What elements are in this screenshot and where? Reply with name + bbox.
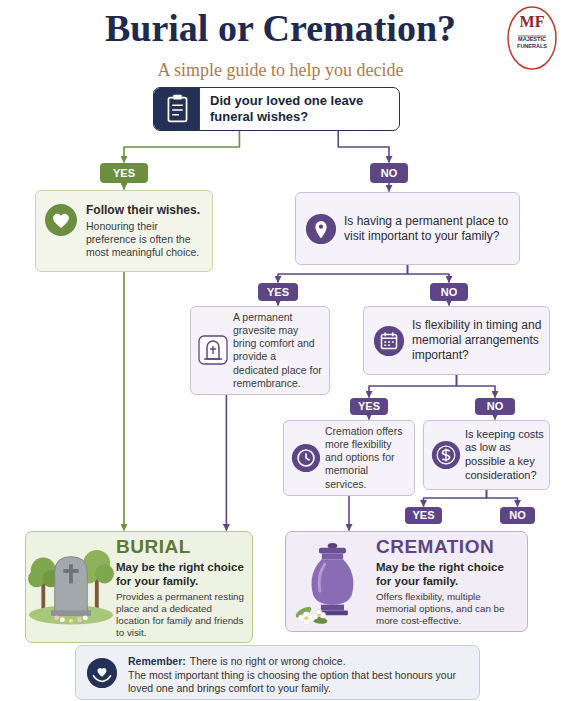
- node-body-text: May be the right choice for your family.: [116, 561, 246, 589]
- flow-arrow: [226, 395, 228, 531]
- node-text: BURIAL: [116, 536, 246, 559]
- dollar-icon: [431, 440, 461, 470]
- flow-arrow: [348, 496, 350, 531]
- result-box: BURIALMay be the right choice for your f…: [25, 531, 253, 643]
- advice-box: Cremation offers more flexibility and op…: [283, 420, 415, 496]
- clock-icon: [291, 443, 321, 473]
- node-text: Is flexibility in timing and memorial ar…: [412, 318, 543, 363]
- flow-arrow: [487, 490, 518, 507]
- yes-pill: YES: [100, 163, 148, 183]
- no-pill: NO: [370, 163, 408, 183]
- flow-arrow: [278, 265, 408, 283]
- calendar-icon: [373, 325, 405, 357]
- result-box: CREMATIONMay be the right choice for you…: [285, 531, 528, 632]
- node-body-text: Provides a permanent resting place and a…: [116, 591, 246, 638]
- note-box: Remember: There is no right or wrong choi…: [75, 645, 480, 700]
- flow-arrow: [448, 301, 450, 306]
- gravesite-illustration: [28, 535, 114, 627]
- flow-arrow: [277, 301, 279, 306]
- decision-box: Is keeping costs as low as possible a ke…: [423, 420, 550, 490]
- logo-monogram: MF: [506, 14, 558, 30]
- node-text: YES: [412, 510, 434, 521]
- node-text: Is having a permanent place to visit imp…: [344, 214, 511, 244]
- logo-name: MAJESTIC FUNERALS: [509, 36, 555, 49]
- gravestone-icon: [198, 335, 228, 365]
- heart-icon: [44, 203, 78, 237]
- node-body-text: Honouring their preference is often the …: [86, 220, 206, 259]
- page-title: Burial or Cremation?: [0, 8, 561, 50]
- flow-arrow: [369, 375, 457, 398]
- node-text: YES: [267, 287, 289, 298]
- node-text: NO: [441, 287, 458, 298]
- hands-icon: [86, 657, 118, 689]
- node-text: Follow their wishes.: [86, 203, 206, 217]
- location-pin-icon: [305, 213, 337, 245]
- advice-box: A permanent gravesite may bring comfort …: [190, 306, 330, 395]
- node-body-text: The most important thing is choosing the…: [128, 669, 469, 695]
- yes-pill: YES: [405, 507, 442, 524]
- yes-pill: YES: [350, 398, 388, 415]
- node-text: NO: [381, 168, 398, 179]
- flow-arrow: [494, 415, 496, 420]
- flow-arrow: [338, 131, 389, 163]
- node-text: NO: [487, 401, 504, 412]
- advice-box: Follow their wishes. Honouring their pref…: [35, 190, 213, 272]
- node-text: Did your loved one leave funeral wishes?: [210, 93, 391, 126]
- node-text: Is keeping costs as low as possible a ke…: [465, 428, 544, 483]
- subtitle: A simple guide to help you decide: [0, 60, 561, 82]
- flow-arrow: [457, 375, 496, 398]
- node-body-text: May be the right choice for your family.: [376, 561, 521, 589]
- flow-arrow: [123, 183, 125, 190]
- node-text: YES: [358, 401, 380, 412]
- decision-box: Is flexibility in timing and memorial ar…: [363, 306, 550, 375]
- node-text: CREMATION: [376, 536, 521, 559]
- node-text: YES: [113, 168, 135, 179]
- start-question: Did your loved one leave funeral wishes?: [153, 87, 400, 131]
- flow-arrow: [368, 415, 370, 420]
- clipboard-icon: [154, 88, 201, 130]
- node-body-text: There is no right or wrong choice.: [190, 655, 346, 667]
- node-text: NO: [509, 510, 526, 521]
- no-pill: NO: [475, 398, 515, 415]
- urn-illustration: [290, 535, 372, 627]
- flow-arrow: [388, 183, 390, 192]
- flow-arrow: [408, 265, 450, 283]
- flow-arrow: [123, 272, 125, 531]
- no-pill: NO: [500, 507, 535, 524]
- decision-box: Is having a permanent place to visit imp…: [295, 192, 520, 265]
- node-text: Cremation offers more flexibility and op…: [325, 425, 409, 491]
- yes-pill: YES: [258, 283, 298, 301]
- flow-arrow: [424, 490, 487, 507]
- node-text: A permanent gravesite may bring comfort …: [233, 311, 324, 390]
- node-text: Remember:: [128, 655, 186, 667]
- flow-arrow: [124, 131, 239, 163]
- node-body-text: Offers flexibility, multiple memorial op…: [376, 591, 521, 626]
- no-pill: NO: [430, 283, 468, 301]
